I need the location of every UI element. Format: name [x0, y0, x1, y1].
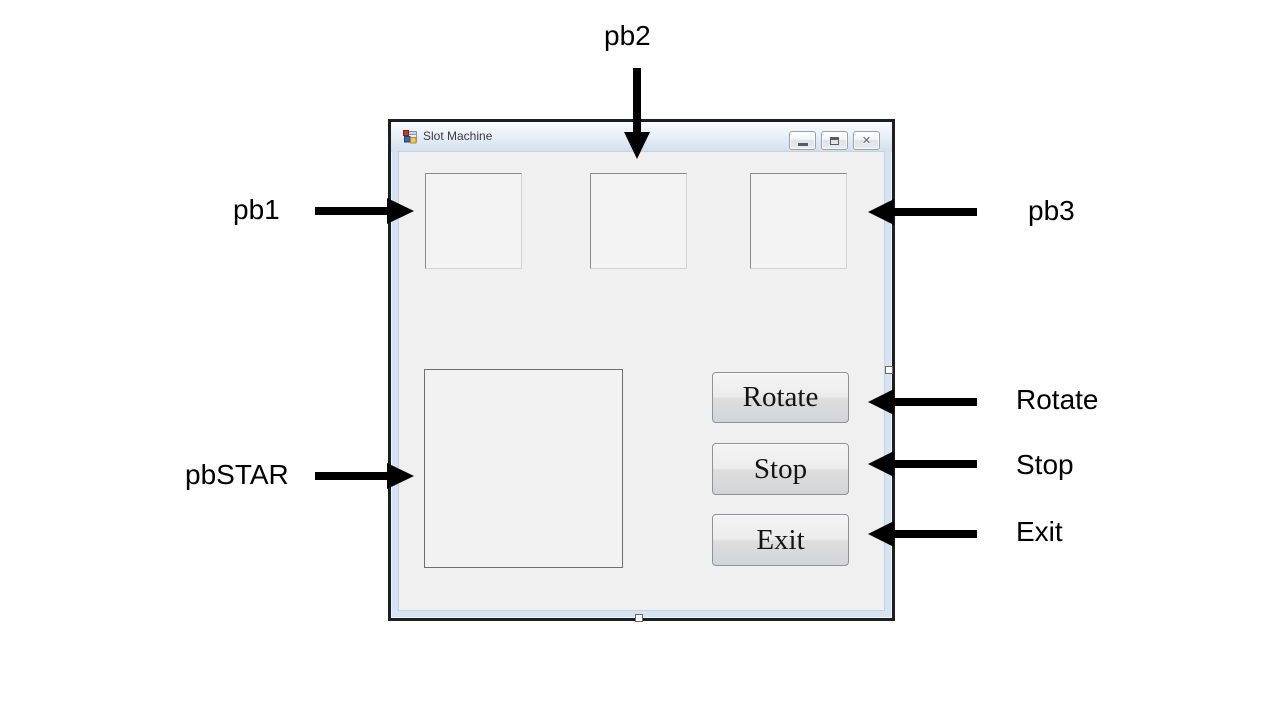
- window-controls: ✕: [789, 131, 880, 150]
- exit-button[interactable]: Exit: [712, 514, 849, 566]
- minimize-icon: [797, 143, 808, 146]
- picturebox-pbstar[interactable]: [424, 369, 623, 568]
- maximize-icon: [830, 136, 839, 145]
- close-icon: ✕: [861, 134, 872, 147]
- resize-handle-bottom[interactable]: [635, 614, 643, 622]
- rotate-button[interactable]: Rotate: [712, 372, 849, 423]
- picturebox-pb2[interactable]: [590, 173, 687, 269]
- picturebox-pb3[interactable]: [750, 173, 847, 269]
- titlebar[interactable]: Slot Machine ✕: [391, 122, 892, 152]
- annotation-label-exit: Exit: [1016, 516, 1063, 547]
- annotation-label-pbstar: pbSTAR: [185, 459, 289, 490]
- annotation-label-stop: Stop: [1016, 449, 1074, 480]
- pb3-arrow-icon: [868, 199, 977, 225]
- stop-arrow-icon: [868, 451, 977, 477]
- rotate-arrow-icon: [868, 389, 977, 415]
- annotation-label-pb3: pb3: [1028, 195, 1075, 226]
- picturebox-pb1[interactable]: [425, 173, 522, 269]
- window-title: Slot Machine: [423, 129, 493, 143]
- annotation-label-rotate: Rotate: [1016, 384, 1099, 415]
- minimize-button[interactable]: [789, 131, 816, 150]
- annotation-label-pb1: pb1: [233, 194, 280, 225]
- resize-handle-right[interactable]: [885, 366, 893, 374]
- app-icon: [403, 130, 417, 144]
- pb2-arrow-icon: [624, 68, 650, 159]
- stop-button[interactable]: Stop: [712, 443, 849, 495]
- pb1-arrow-icon: [315, 198, 414, 224]
- form-client-area: Rotate Stop Exit: [399, 152, 884, 610]
- pbstar-arrow-icon: [315, 463, 414, 489]
- maximize-button[interactable]: [821, 131, 848, 150]
- close-button[interactable]: ✕: [853, 131, 880, 150]
- exit-arrow-icon: [868, 521, 977, 547]
- annotation-label-pb2: pb2: [604, 20, 651, 51]
- slot-machine-window: Slot Machine ✕ Rotate Stop Exit: [388, 119, 895, 621]
